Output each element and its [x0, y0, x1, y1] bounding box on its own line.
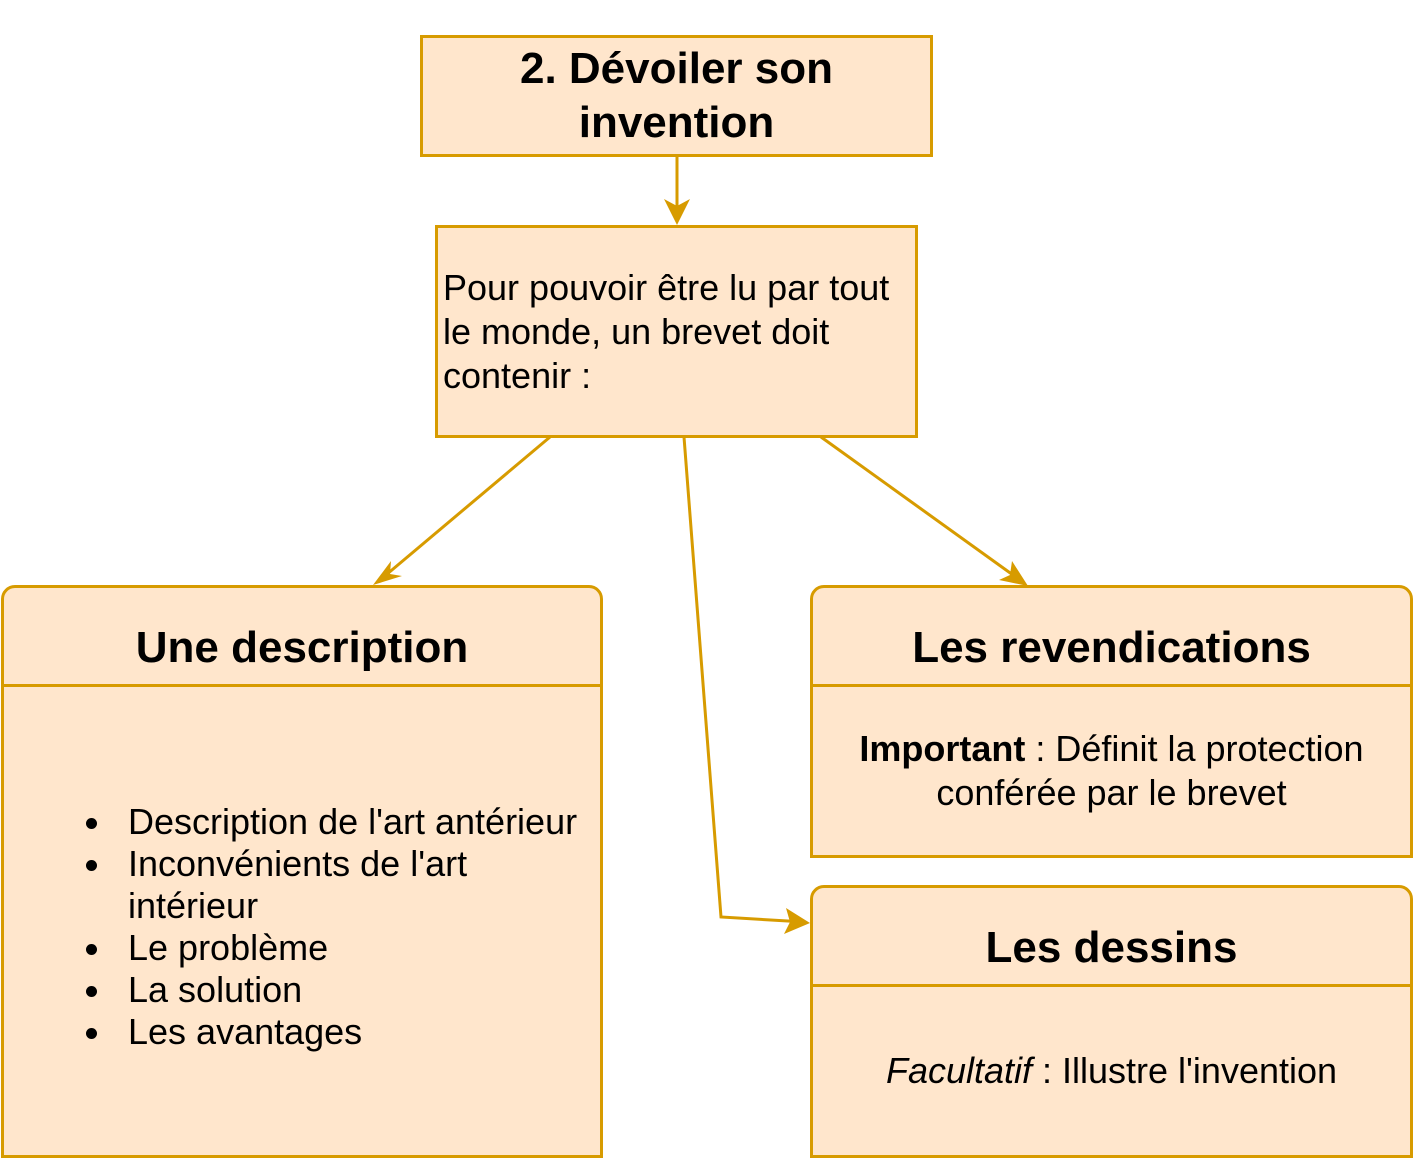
bullet-icon: [86, 818, 97, 829]
bullet-icon: [86, 986, 97, 997]
dessins-card: Les dessins Facultatif : Illustre l'inve…: [810, 885, 1413, 1158]
arrowhead-intro-to-dessins: [784, 908, 810, 934]
arrow-intro-to-dessins: [682, 436, 806, 924]
arrow-intro-to-description: [379, 435, 551, 582]
revendications-emphasis: Important: [859, 728, 1026, 769]
list-item: Description de l'art antérieur: [86, 801, 588, 843]
revendications-heading: Les revendications: [813, 588, 1410, 687]
description-body: Description de l'art antérieur Inconvéni…: [4, 687, 600, 1155]
arrow-intro-to-revendications: [820, 435, 1021, 582]
list-item: Les avantages: [86, 1011, 588, 1053]
list-item-text: La solution: [128, 969, 303, 1010]
bullet-icon: [86, 1028, 97, 1039]
revendications-description: : Définit la protection conférée par le …: [936, 728, 1364, 813]
description-heading: Une description: [4, 588, 600, 687]
list-item: La solution: [86, 969, 588, 1011]
arrowhead-intro-to-revendications: [999, 561, 1028, 586]
intro-text: Pour pouvoir être lu par tout le monde, …: [443, 266, 890, 396]
list-item: Le problème: [86, 927, 588, 969]
intro-node: Pour pouvoir être lu par tout le monde, …: [435, 225, 918, 438]
dessins-heading: Les dessins: [813, 888, 1410, 987]
bullet-icon: [86, 860, 97, 871]
description-card: Une description Description de l'art ant…: [1, 585, 603, 1158]
list-item-text: Description de l'art antérieur: [128, 801, 578, 842]
list-item: Inconvénients de l'art intérieur: [86, 843, 588, 927]
revendications-card: Les revendications Important : Définit l…: [810, 585, 1413, 858]
arrowhead-intro-to-description: [373, 561, 402, 585]
dessins-emphasis: Facultatif: [885, 1050, 1033, 1091]
description-list: Description de l'art antérieur Inconvéni…: [4, 801, 588, 1053]
list-item-text: Inconvénients de l'art intérieur: [128, 843, 468, 926]
title-text: 2. Dévoiler son invention: [519, 44, 833, 147]
revendications-text: Important : Définit la protection confér…: [852, 727, 1372, 815]
dessins-text: Facultatif : Illustre l'invention: [886, 1049, 1337, 1093]
dessins-description: : Illustre l'invention: [1032, 1050, 1338, 1091]
arrowhead-title-to-intro: [664, 199, 690, 225]
title-node: 2. Dévoiler son invention: [420, 35, 933, 157]
dessins-body: Facultatif : Illustre l'invention: [813, 987, 1410, 1155]
list-item-text: Les avantages: [128, 1011, 363, 1052]
bullet-icon: [86, 944, 97, 955]
list-item-text: Le problème: [128, 927, 329, 968]
revendications-body: Important : Définit la protection confér…: [813, 687, 1410, 855]
